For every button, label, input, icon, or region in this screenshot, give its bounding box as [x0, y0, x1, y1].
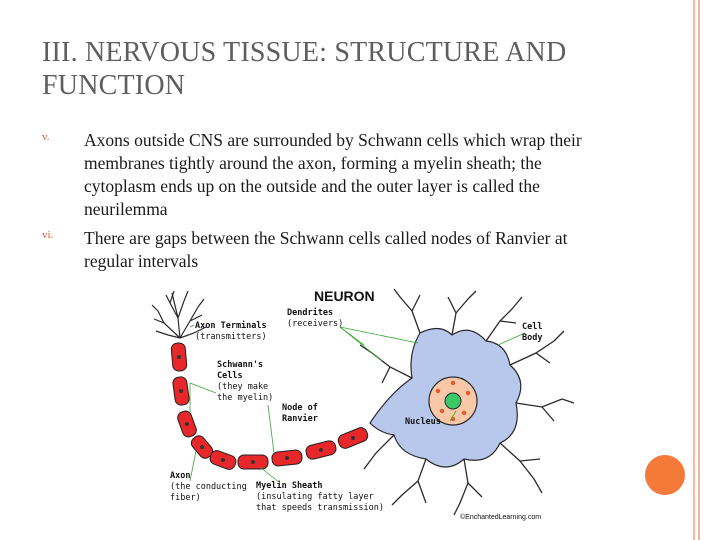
list-item: v. Axons outside CNS are surrounded by S… [42, 129, 602, 221]
label-cell-body-2: Body [522, 333, 542, 343]
bullet-marker: v. [42, 131, 50, 143]
label-node-1: Node of [282, 403, 318, 413]
label-nucleus: Nucleus [405, 417, 441, 427]
bullet-text: There are gaps between the Schwann cells… [84, 228, 568, 271]
decorative-line [698, 0, 700, 540]
label-schwann-sub2: the myelin) [217, 393, 273, 403]
neuron-diagram: NEURON Dendrites (receivers) Axon Termin… [151, 288, 575, 521]
label-axon-sub2: fiber) [170, 493, 201, 503]
label-axon-terminals: Axon Terminals [195, 320, 267, 331]
myelin-sheath-chain [170, 342, 369, 470]
label-schwann-2: Cells [217, 371, 243, 381]
bullet-marker: vi. [42, 229, 54, 241]
label-schwann-1: Schwann's [217, 360, 263, 370]
decorative-line [693, 0, 695, 540]
label-node-2: Ranvier [282, 413, 318, 424]
label-cell-body-1: Cell [522, 322, 542, 332]
decorative-circle [641, 451, 689, 499]
label-dendrites-sub: (receivers) [287, 319, 343, 329]
diagram-heading: NEURON [314, 288, 375, 304]
slide-title: III. NERVOUS TISSUE: STRUCTURE AND FUNCT… [42, 37, 567, 101]
axon-terminals-illustration [151, 290, 207, 339]
cell-body-illustration [359, 288, 575, 516]
label-schwann-sub1: (they make [217, 382, 268, 392]
label-axon-terminals-sub: (transmitters) [195, 332, 267, 342]
label-myelin-sub2: that speeds transmission) [256, 503, 384, 513]
list-item: vi. There are gaps between the Schwann c… [42, 227, 602, 273]
label-dendrites: Dendrites [287, 307, 333, 318]
copyright-text: ©EnchantedLearning.com [460, 513, 541, 521]
bullet-list: v. Axons outside CNS are surrounded by S… [42, 129, 602, 279]
label-axon: Axon [170, 471, 190, 481]
label-myelin-sub1: (insulating fatty layer [256, 492, 374, 502]
bullet-text: Axons outside CNS are surrounded by Schw… [84, 130, 582, 219]
label-myelin: Myelin Sheath [256, 480, 323, 491]
label-axon-sub1: (the conducting [170, 482, 247, 492]
